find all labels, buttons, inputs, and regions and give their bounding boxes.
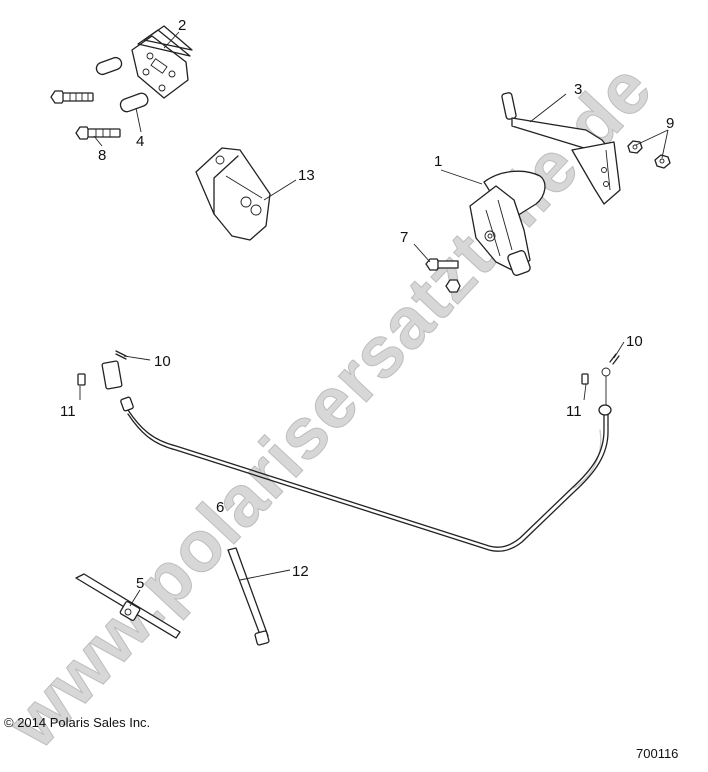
caliper-part-1 — [469, 170, 546, 276]
diagram-id: 700116 — [636, 746, 678, 761]
callout-8: 8 — [98, 147, 106, 164]
lever-part-3 — [501, 92, 621, 205]
bolt-part-8 — [50, 90, 121, 140]
cable-part-6 — [101, 360, 612, 552]
copyright-text: © 2014 Polaris Sales Inc. — [4, 715, 150, 730]
callout-5: 5 — [136, 575, 144, 592]
cable-tie-part-12 — [227, 547, 270, 646]
pin-part-11-left — [77, 373, 86, 386]
bracket-part-2 — [131, 25, 193, 99]
leader-lines — [79, 31, 669, 607]
callout-2: 2 — [178, 17, 186, 34]
nut-part-9 — [627, 140, 671, 169]
callout-10-right: 10 — [626, 333, 643, 350]
pin-part-11-right — [581, 373, 589, 385]
callout-11-left: 11 — [60, 403, 76, 420]
callout-13: 13 — [298, 167, 315, 184]
push-mount-tie-part-5 — [75, 573, 181, 639]
callout-1: 1 — [434, 153, 442, 170]
callout-6: 6 — [216, 499, 224, 516]
bracket-part-13 — [195, 147, 271, 241]
cotter-pin-part-10-right — [609, 353, 620, 365]
callout-3: 3 — [574, 81, 582, 98]
callout-10-left: 10 — [154, 353, 171, 370]
cotter-pin-part-10-left — [115, 350, 127, 360]
callout-12: 12 — [292, 563, 309, 580]
bolt-part-7 — [425, 258, 461, 293]
callout-9: 9 — [666, 115, 674, 132]
callout-11-right: 11 — [566, 403, 582, 420]
callout-4: 4 — [136, 133, 144, 150]
callout-7: 7 — [400, 229, 408, 246]
